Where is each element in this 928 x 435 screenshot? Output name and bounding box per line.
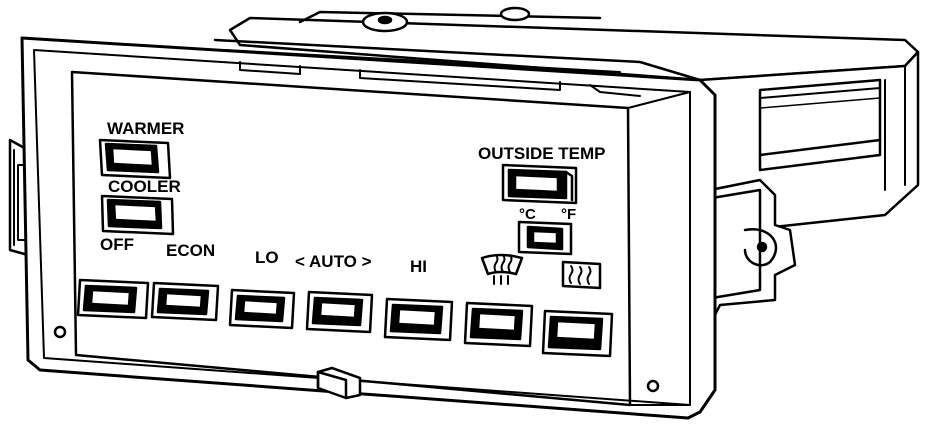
windshield-defrost-icon	[480, 253, 524, 285]
econ-button[interactable]	[150, 281, 220, 322]
hi-label: HI	[410, 257, 427, 276]
off-label: OFF	[100, 235, 134, 254]
housing-top	[213, 6, 920, 82]
rear-defrost-button[interactable]	[541, 309, 614, 358]
front-defrost-button[interactable]	[463, 301, 534, 348]
auto-label: < AUTO >	[295, 252, 372, 271]
rear-window-defrost-icon	[561, 260, 602, 290]
cooler-button[interactable]	[100, 194, 175, 236]
lo-button[interactable]	[228, 288, 296, 330]
hi-button[interactable]	[383, 297, 454, 342]
warmer-label: WARMER	[107, 119, 184, 138]
outside-temp-display	[501, 163, 578, 205]
warmer-button[interactable]	[98, 138, 172, 180]
econ-label: ECON	[166, 241, 215, 260]
fahrenheit-label: °F	[561, 206, 576, 223]
lo-label: LO	[255, 248, 279, 267]
auto-button[interactable]	[305, 290, 374, 334]
cooler-label: COOLER	[108, 177, 181, 196]
outside-temp-label: OUTSIDE TEMP	[478, 144, 606, 163]
off-button[interactable]	[76, 278, 150, 320]
celsius-label: °C	[519, 206, 536, 223]
temp-unit-button[interactable]	[517, 220, 573, 256]
faceplate	[20, 36, 717, 420]
